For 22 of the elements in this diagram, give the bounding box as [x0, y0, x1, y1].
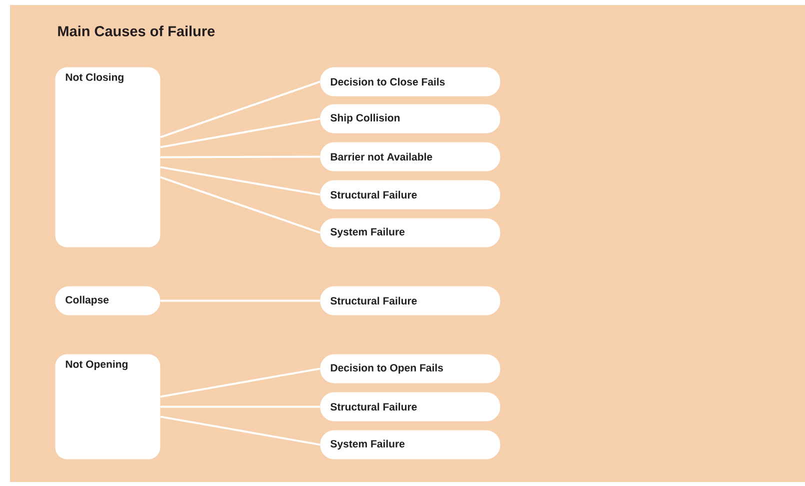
category-box: Collapse — [55, 286, 160, 316]
cause-box: Ship Collision — [320, 104, 500, 134]
connector-line — [160, 406, 320, 408]
cause-box: Structural Failure — [320, 180, 500, 210]
category-box: Not Opening — [55, 354, 160, 460]
connector-line — [160, 416, 320, 446]
cause-box: Decision to Open Fails — [320, 354, 500, 384]
connector-line — [160, 166, 320, 196]
connector-line — [160, 300, 320, 302]
category-box: Not Closing — [55, 67, 160, 248]
connector-line — [160, 118, 320, 148]
title: Main Causes of Failure — [58, 26, 215, 36]
connector-line — [160, 368, 320, 398]
cause-box: System Failure — [320, 430, 500, 460]
cause-box: Decision to Close Fails — [320, 67, 500, 96]
connector-line — [160, 156, 320, 158]
cause-box: Structural Failure — [320, 392, 500, 422]
connector-line — [160, 80, 320, 138]
cause-box: System Failure — [320, 218, 500, 248]
cause-box: Barrier not Available — [320, 142, 500, 172]
cause-box: Structural Failure — [320, 286, 500, 316]
connector-line — [160, 176, 320, 234]
